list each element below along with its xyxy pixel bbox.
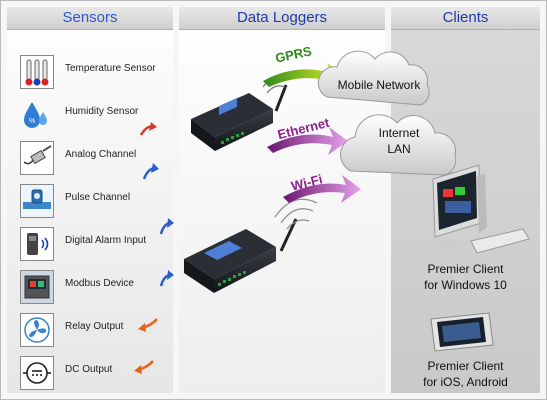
sensors-header: Sensors bbox=[7, 7, 173, 30]
humidity-input-arrow bbox=[139, 122, 157, 136]
mobile-network-cloud bbox=[317, 50, 430, 106]
flow-meter-icon bbox=[20, 184, 54, 218]
wifi-arrow bbox=[283, 175, 361, 203]
data-logger-device bbox=[191, 75, 290, 151]
sensor-humidity: % Humidity Sensor bbox=[7, 94, 173, 134]
sensor-modbus: Modbus Device bbox=[7, 266, 173, 306]
thermometer-icon bbox=[20, 55, 54, 89]
sensor-label: Humidity Sensor bbox=[65, 106, 139, 117]
internet-label: Internet bbox=[378, 126, 420, 140]
internet-lan-cloud bbox=[340, 114, 457, 176]
analog-input-arrow bbox=[142, 163, 159, 180]
sensor-label: Modbus Device bbox=[65, 278, 134, 289]
modbus-meter-icon bbox=[20, 270, 54, 304]
sensor-label: DC Output bbox=[65, 364, 113, 375]
dc-output-icon bbox=[20, 356, 54, 390]
alarm-switch-icon bbox=[20, 227, 54, 261]
sensor-label: Temperature Sensor bbox=[65, 63, 156, 74]
sensor-label: Pulse Channel bbox=[65, 192, 131, 203]
relay-output-arrow bbox=[138, 318, 158, 332]
sensor-pulse: Pulse Channel bbox=[7, 180, 173, 220]
sensor-digital-alarm: Digital Alarm Input bbox=[7, 223, 173, 263]
dc-output-arrow bbox=[134, 360, 154, 374]
gprs-arrow bbox=[263, 63, 346, 91]
mobile-network-label: Mobile Network bbox=[337, 78, 421, 92]
relay-output: Relay Output bbox=[7, 309, 173, 349]
mobile-client-platform: for iOS, Android bbox=[423, 375, 508, 389]
humidity-drop-icon: % bbox=[20, 98, 54, 132]
analog-probe-icon bbox=[20, 141, 54, 175]
ethernet-arrow bbox=[267, 127, 348, 155]
svg-text:%: % bbox=[29, 118, 35, 125]
fan-icon bbox=[20, 313, 54, 347]
sensor-label: Analog Channel bbox=[65, 149, 137, 160]
dc-output: DC Output bbox=[7, 352, 173, 392]
sensor-temperature: Temperature Sensor bbox=[7, 51, 173, 91]
digital-input-arrow bbox=[159, 270, 174, 287]
sensor-label: Digital Alarm Input bbox=[65, 235, 147, 246]
windows-client-platform: for Windows 10 bbox=[424, 278, 507, 292]
pulse-input-arrow bbox=[159, 218, 174, 235]
mobile-client-title: Premier Client bbox=[427, 359, 504, 373]
data-loggers-header: Data Loggers bbox=[179, 7, 385, 30]
tablet-icon bbox=[430, 312, 494, 352]
sensor-label: Relay Output bbox=[65, 321, 124, 332]
data-logger-device bbox=[184, 198, 318, 293]
lan-label: LAN bbox=[387, 142, 411, 156]
sensor-analog: Analog Channel bbox=[7, 137, 173, 177]
windows-client-title: Premier Client bbox=[427, 262, 504, 276]
clients-header: Clients bbox=[391, 7, 540, 30]
desktop-computer-icon bbox=[432, 164, 530, 254]
